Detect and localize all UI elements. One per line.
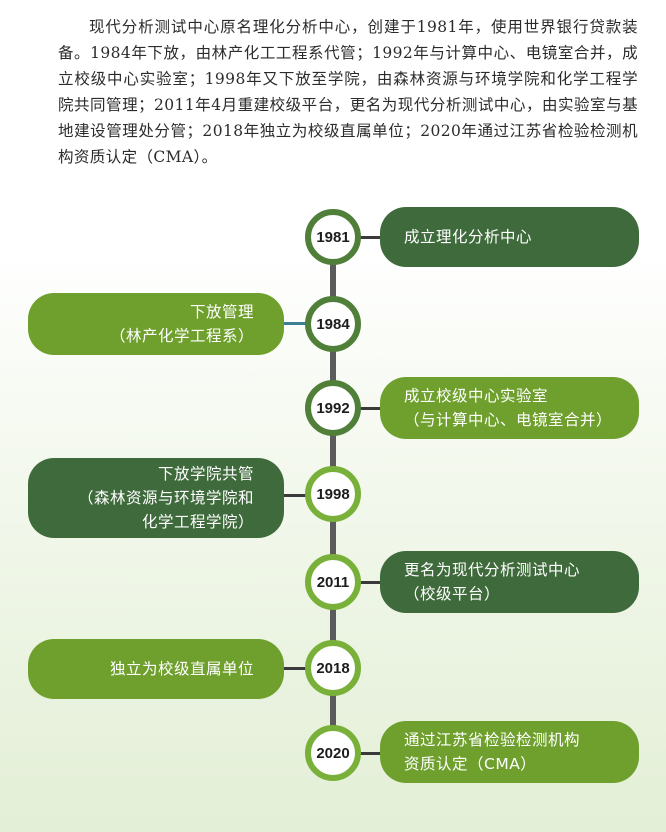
event-text: 成立校级中心实验室: [404, 387, 549, 405]
year-label: 2018: [316, 659, 350, 677]
connector-1981: [360, 236, 384, 239]
event-text: 更名为现代分析测试中心: [404, 561, 581, 579]
event-text: （与计算中心、电镜室合并）: [404, 411, 613, 429]
year-label: 1998: [316, 485, 350, 503]
year-node-2020: 2020: [305, 725, 361, 781]
connector-1998: [282, 494, 308, 497]
year-label: 1981: [316, 228, 350, 246]
connector-1984: [282, 322, 308, 325]
event-text: 通过江苏省检验检测机构: [404, 731, 581, 749]
event-text: 下放管理: [189, 303, 254, 321]
event-card-2018: 独立为校级直属单位: [28, 639, 284, 699]
year-node-2018: 2018: [305, 640, 361, 696]
event-card-2011: 更名为现代分析测试中心 （校级平台）: [380, 551, 639, 613]
event-text: 化学工程学院）: [141, 513, 254, 531]
year-node-1984: 1984: [305, 296, 361, 352]
year-label: 2011: [316, 573, 350, 591]
event-card-1998: 下放学院共管 （森林资源与环境学院和 化学工程学院）: [28, 458, 284, 538]
event-card-1981: 成立理化分析中心: [380, 207, 639, 267]
year-node-1981: 1981: [305, 209, 361, 265]
year-node-2011: 2011: [305, 554, 361, 610]
connector-1992: [360, 407, 384, 410]
year-node-1992: 1992: [305, 380, 361, 436]
event-text: 下放学院共管: [157, 465, 254, 483]
event-text: 资质认定（CMA）: [404, 755, 537, 773]
event-text: 独立为校级直属单位: [109, 660, 254, 678]
connector-2018: [282, 667, 308, 670]
event-text: 成立理化分析中心: [404, 228, 533, 246]
event-card-1984: 下放管理 （林产化学工程系）: [28, 293, 284, 355]
event-card-1992: 成立校级中心实验室 （与计算中心、电镜室合并）: [380, 377, 639, 439]
event-text: （森林资源与环境学院和: [77, 489, 254, 507]
year-node-1998: 1998: [305, 466, 361, 522]
year-label: 2020: [316, 744, 350, 762]
intro-paragraph: 现代分析测试中心原名理化分析中心，创建于1981年，使用世界银行贷款装备。198…: [58, 18, 638, 166]
year-label: 1992: [316, 399, 350, 417]
event-text: （校级平台）: [404, 585, 501, 603]
year-label: 1984: [316, 315, 350, 333]
connector-2020: [360, 752, 384, 755]
event-text: （林产化学工程系）: [109, 327, 254, 345]
connector-2011: [360, 581, 384, 584]
event-card-2020: 通过江苏省检验检测机构 资质认定（CMA）: [380, 721, 639, 783]
